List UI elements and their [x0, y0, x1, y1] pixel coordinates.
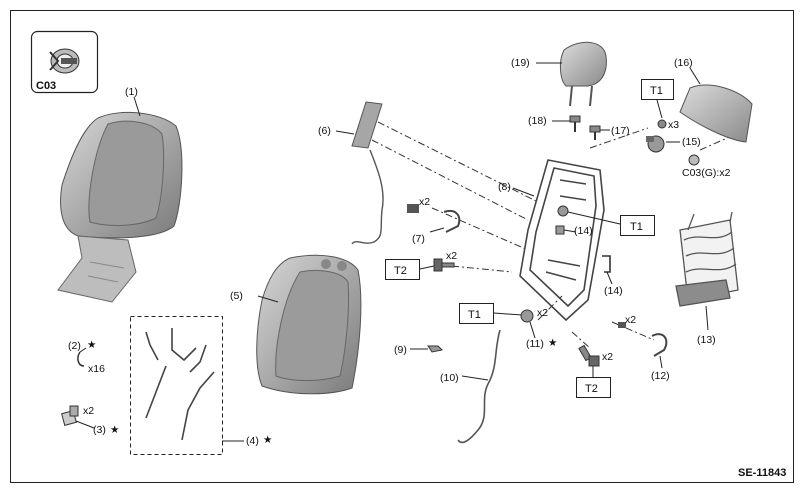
- torque-tag-t1-mid-label: T1: [630, 221, 643, 233]
- part-16-rear-panel: [679, 84, 753, 143]
- qty-t2-bottom: x2: [602, 351, 613, 363]
- star-3: ★: [110, 424, 120, 436]
- part-12-bracket: [651, 333, 668, 357]
- part-8-back-frame: [519, 159, 605, 322]
- legend-box: C03: [30, 30, 99, 94]
- callout-2: (2): [68, 340, 81, 352]
- callout-15: (15): [682, 136, 701, 148]
- callout-9: (9): [394, 344, 407, 356]
- part-14-lower: [602, 255, 611, 273]
- qty-2: x16: [88, 363, 105, 375]
- qty-t2-left: x2: [446, 250, 457, 262]
- torque-tag-t2-bottom-label: T2: [585, 383, 598, 395]
- callout-14a: (14): [574, 225, 593, 237]
- part-19-headrest: [559, 41, 607, 107]
- side-panel-harness: [351, 149, 384, 245]
- callout-7: (7): [412, 233, 425, 245]
- callout-10: (10): [440, 372, 459, 384]
- part-6-side-panel: [351, 101, 383, 149]
- callout-18: (18): [528, 115, 547, 127]
- torque-tag-t2-left-label: T2: [394, 265, 407, 277]
- figure-reference: SE-11843: [738, 467, 786, 479]
- callout-11: (11): [526, 338, 544, 350]
- part-10-harness: [457, 329, 501, 444]
- c03-clip-icon: [688, 154, 700, 166]
- callout-17: (17): [611, 125, 630, 137]
- torque-tag-t1-mid: [620, 215, 655, 236]
- part-4-harness-box: [130, 316, 223, 455]
- qty-11: x2: [537, 307, 548, 319]
- star-2: ★: [87, 339, 97, 351]
- nut-icon: [657, 119, 667, 129]
- callout-13: (13): [697, 334, 716, 346]
- qty-3: x2: [83, 405, 94, 417]
- part-12-screw: [618, 322, 626, 328]
- qty-c03: C03(G):x2: [682, 167, 731, 179]
- callout-1: (1): [125, 86, 138, 98]
- callout-5: (5): [230, 290, 243, 302]
- part-4-wires: [145, 328, 215, 441]
- part-18-guide: [569, 115, 581, 132]
- torque-tag-t1-top-label: T1: [650, 85, 663, 97]
- part-15-unit: [646, 135, 665, 153]
- clip-icon: [49, 48, 80, 74]
- nut-icon: [557, 205, 569, 217]
- qty-7: x2: [419, 196, 430, 208]
- torque-tag-t2-bottom: [576, 377, 611, 398]
- qty-t1-top: x3: [668, 119, 679, 131]
- callout-8: (8): [498, 181, 511, 193]
- callout-12: (12): [651, 370, 670, 382]
- qty-12: x2: [625, 314, 636, 326]
- callout-6: (6): [318, 125, 331, 137]
- callout-19: (19): [511, 57, 530, 69]
- torque-tag-t1-low: [459, 303, 494, 324]
- torque-tag-t2-left: [385, 259, 420, 280]
- bolt-icon: [433, 258, 455, 272]
- part-7-bracket: [407, 204, 461, 233]
- part-5-back-cover: [256, 254, 362, 395]
- star-4: ★: [263, 434, 273, 446]
- part-17-guide: [589, 125, 601, 140]
- part-14-upper: [555, 225, 565, 235]
- part-13-spring-frame: [675, 211, 739, 307]
- callout-4: (4): [246, 435, 259, 447]
- torque-tag-t1-top: [641, 79, 674, 100]
- part-1-cushion-cover: [57, 111, 183, 303]
- torque-tag-t1-low-label: T1: [468, 309, 481, 321]
- callout-3: (3): [93, 424, 106, 436]
- bolt-icon: [578, 344, 600, 367]
- part-9-connector: [427, 345, 444, 353]
- star-11: ★: [548, 337, 558, 349]
- outer-frame: [10, 10, 794, 483]
- legend-label: C03: [36, 80, 56, 92]
- nut-icon: [520, 309, 534, 323]
- callout-14b: (14): [604, 285, 623, 297]
- part-3-clip: [61, 405, 79, 426]
- callout-16: (16): [674, 57, 693, 69]
- part-2-hog-ring: [77, 351, 85, 367]
